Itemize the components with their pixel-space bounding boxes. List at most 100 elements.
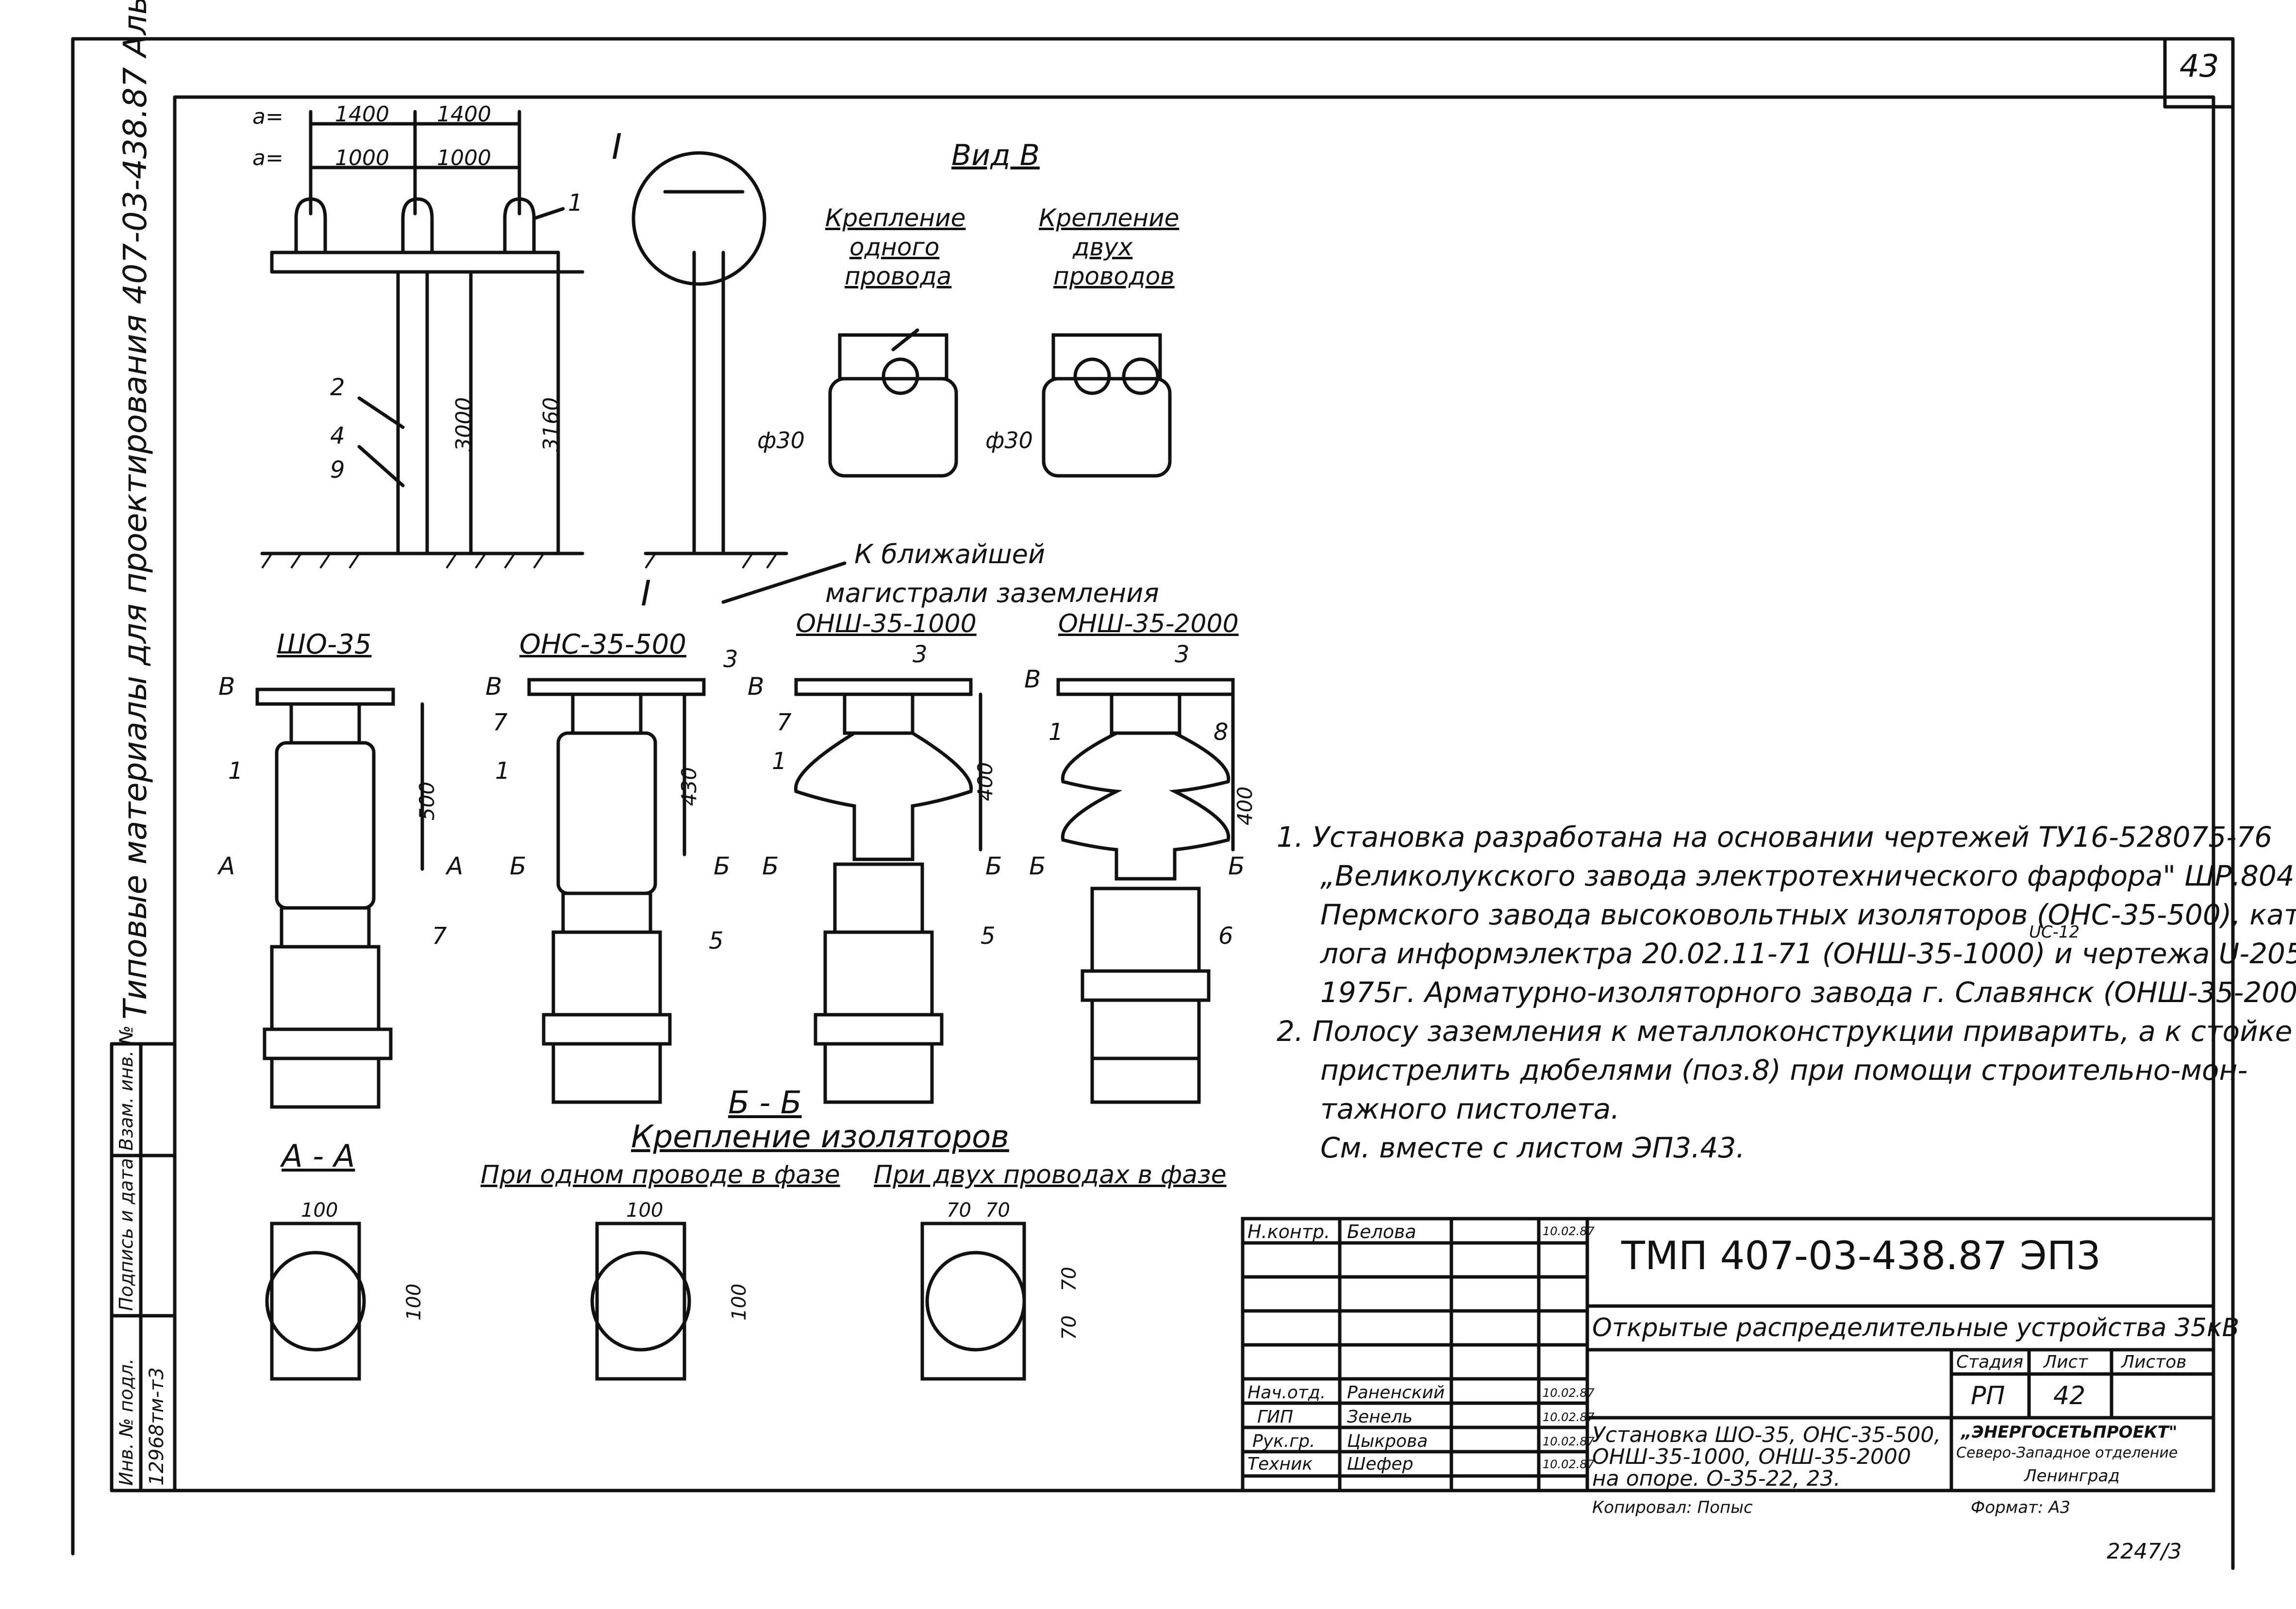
note-line-3: Пермского завода высоковольтных изолятор… [1320, 898, 2296, 931]
side-field-replace: Взам. инв. № [116, 1025, 137, 1151]
ins3-pos-3: 3 [913, 641, 928, 668]
view-b-dia-right: ф30 [985, 427, 1033, 453]
note-fraction-top: UC-12 [2029, 922, 2080, 942]
dim-3160: 3160 [539, 397, 564, 452]
view-b-left-caption-1: Крепление [825, 204, 966, 232]
tb-name-nkontr: Белова [1347, 1221, 1416, 1242]
tb-role-nachotd: Нач.отд. [1248, 1383, 1326, 1403]
ins4-pos-6: 6 [1218, 922, 1233, 950]
tb-org-1: „ЭНЕРГОСЕТЬПРОЕКТ" [1961, 1423, 2178, 1442]
ins3-mark-b-left: Б [762, 852, 779, 880]
page-number: 43 [2180, 49, 2219, 84]
ins1-pos-1: 1 [228, 757, 243, 785]
dim-a1-right: 1400 [437, 102, 491, 127]
section-bb2-dim-top-2: 70 [985, 1199, 1010, 1222]
dim-a2-left: 1000 [335, 146, 389, 170]
ins4-pos-8: 8 [1214, 719, 1229, 746]
tb-sheets-label: Листов [2121, 1352, 2187, 1372]
tb-role-gip: ГИП [1257, 1407, 1294, 1427]
tb-drawing-title-1: Установка ШО-35, ОНС-35-500, [1592, 1423, 1941, 1447]
tb-name-nachotd: Раненский [1347, 1383, 1445, 1403]
side-inv-number: 12968тм-т3 [146, 1367, 168, 1486]
section-bb2-dim-top-1: 70 [947, 1199, 971, 1222]
tb-role-nkontr: Н.контр. [1248, 1221, 1331, 1242]
ins2-mark-b-left: Б [510, 852, 527, 880]
tb-stage-value: РП [1971, 1381, 2005, 1410]
ins3-dim: 400 [973, 762, 997, 801]
section-aa-dim-side: 100 [403, 1283, 425, 1321]
tb-stage-label: Стадия [1956, 1352, 2024, 1372]
note-line-8: тажного пистолета. [1320, 1092, 1620, 1125]
ins3-mark-b: В [748, 672, 765, 701]
tb-name-gip: Зенель [1347, 1407, 1413, 1427]
tb-date-nachotd: 10.02.87 [1543, 1386, 1595, 1400]
ins1-mark-b: В [218, 672, 235, 701]
note-line-9: См. вместе с листом ЭП3.43. [1320, 1131, 1745, 1164]
dim-a1-left: 1400 [335, 102, 389, 127]
ins3-pos-1: 1 [772, 748, 787, 775]
view-b-left-caption-3: провода [845, 262, 952, 290]
view-b-dia-left: ф30 [757, 427, 805, 453]
tb-name-rukgr: Цыкрова [1347, 1431, 1428, 1451]
ins4-pos-1: 1 [1048, 719, 1064, 746]
ins4-pos-3: 3 [1175, 641, 1190, 668]
ins2-dim: 430 [677, 767, 701, 806]
tb-date-tehnik: 10.02.87 [1543, 1458, 1595, 1471]
section-bb-title: Б - Б [728, 1085, 802, 1121]
tb-project-name: Открытые распределительные устройства 35… [1592, 1313, 2240, 1342]
insulator-title-ons35-500: ОНС-35-500 [519, 629, 686, 660]
note-line-5: 1975г. Арматурно-изоляторного завода г. … [1320, 976, 2296, 1009]
ins2-pos-5: 5 [709, 927, 724, 955]
side-field-inv: Инв. № подл. [116, 1358, 137, 1486]
pos-9: 9 [330, 456, 345, 484]
note-line-1: 1. Установка разработана на основании че… [1277, 821, 2273, 854]
tb-date-gip: 10.02.87 [1543, 1410, 1595, 1424]
note-line-6: 2. Полосу заземления к металлоконструкци… [1277, 1015, 2293, 1048]
ins1-pos-7: 7 [432, 922, 447, 950]
node-I-below-label: I [641, 573, 651, 614]
tb-format: Формат: А3 [1971, 1498, 2071, 1517]
tb-document-code: ТМП 407-03-438.87 ЭП3 [1621, 1233, 2101, 1278]
insulator-title-onsh35-2000: ОНШ-35-2000 [1058, 609, 1239, 638]
node-I-label: I [612, 126, 622, 167]
tb-drawing-title-3: на опоре. О-35-22, 23. [1592, 1466, 1841, 1491]
insulator-title-onsh35-1000: ОНШ-35-1000 [796, 609, 977, 638]
view-b-right-caption-3: проводов [1053, 262, 1175, 290]
ins4-mark-b: В [1024, 665, 1041, 693]
tb-org-2: Северо-Западное отделение [1956, 1444, 2178, 1461]
section-bb1-dim-top: 100 [626, 1199, 664, 1222]
insulator-title-sho35: ШО-35 [277, 629, 372, 660]
tb-date-rukgr: 10.02.87 [1543, 1435, 1595, 1448]
tb-copied-by: Копировал: Попыс [1592, 1498, 1753, 1517]
ins2-mark-b-right: Б [714, 852, 731, 880]
pos-1-top: 1 [568, 189, 583, 217]
side-title: Типовые материалы для проектирования 407… [116, 0, 154, 1020]
dim-a2-label: a= [252, 146, 283, 170]
ins3-pos-5: 5 [981, 922, 996, 950]
ground-note-2: магистрали заземления [825, 578, 1159, 608]
ground-note-1: К ближайшей [854, 539, 1045, 570]
dim-a1-label: a= [252, 104, 283, 129]
ins1-mark-a-right: А [447, 852, 464, 880]
ins2-pos-7: 7 [493, 709, 508, 736]
section-bb-subtitle: Крепление изоляторов [631, 1119, 1009, 1155]
pos-4: 4 [330, 422, 345, 450]
tb-role-tehnik: Техник [1248, 1454, 1313, 1474]
view-b-left-caption-2: одного [849, 233, 940, 261]
ins1-dim: 500 [415, 781, 439, 821]
section-one-wire: При одном проводе в фазе [481, 1160, 840, 1190]
tb-org-3: Ленинград [2024, 1466, 2120, 1486]
pos-2: 2 [330, 374, 345, 401]
tb-role-rukgr: Рук.гр. [1252, 1431, 1315, 1451]
note-line-4: лога информэлектра 20.02.11-71 (ОНШ-35-1… [1320, 937, 2296, 970]
ins3-mark-b-right: Б [985, 852, 1002, 880]
tb-date-nkontr: 10.02.87 [1543, 1224, 1595, 1238]
ins4-mark-b-left: Б [1029, 852, 1046, 880]
ins2-pos-1: 1 [495, 757, 510, 785]
tb-sheet-label: Лист [2044, 1352, 2088, 1372]
tb-name-tehnik: Шефер [1347, 1454, 1414, 1474]
tb-drawing-title-2: ОНШ-35-1000, ОНШ-35-2000 [1592, 1444, 1911, 1469]
bottom-code: 2247/3 [2107, 1539, 2182, 1564]
ins4-dim: 400 [1233, 786, 1257, 825]
